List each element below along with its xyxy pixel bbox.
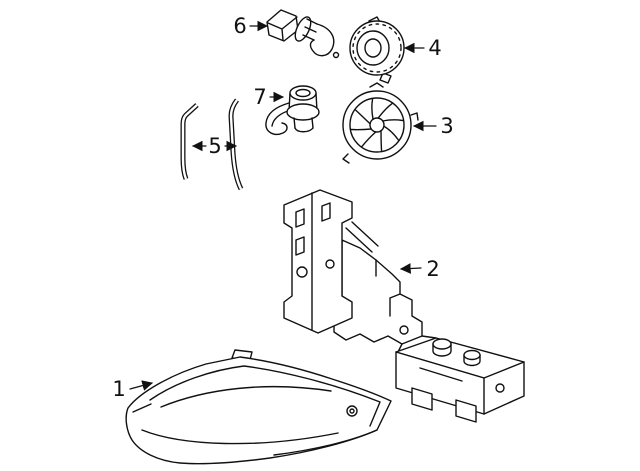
callout-3-label[interactable]: 3	[440, 114, 453, 138]
callout-2-arrow	[399, 263, 422, 274]
part-4-seal-cap	[349, 16, 405, 84]
carrier-boss-2-top	[463, 349, 481, 361]
callout-7[interactable]: 7	[253, 85, 285, 109]
callout-3[interactable]: 3	[412, 114, 454, 138]
bracket-arm-details	[375, 259, 401, 317]
bulb-base-ribs	[302, 18, 318, 41]
spring-left-inner	[181, 104, 198, 180]
cover-tab-left	[342, 153, 350, 164]
part-1-headlamp-assembly	[125, 349, 392, 465]
callout-6[interactable]: 6	[233, 14, 269, 38]
headlamp-left-detail	[132, 403, 152, 413]
socket-wires	[265, 102, 292, 136]
socket-top-inner	[295, 88, 311, 98]
callout-1-label[interactable]: 1	[112, 377, 125, 401]
bracket-plate-hole-2	[325, 259, 335, 269]
cap-inner-ring	[356, 30, 390, 66]
carrier-boss-1-top	[432, 338, 452, 350]
callouts: 1 2 3 4 5 6 7	[112, 14, 453, 401]
cap-outline	[349, 20, 405, 76]
callout-5-label[interactable]: 5	[208, 134, 221, 158]
bulb-flange	[294, 16, 312, 42]
carrier-front-detail	[419, 367, 463, 382]
part-3-retainer-cover	[342, 82, 419, 164]
bracket-arm-outline	[333, 239, 423, 345]
callout-4-label[interactable]: 4	[428, 36, 441, 60]
cover-outline	[342, 90, 412, 160]
carrier-right-face	[483, 361, 525, 415]
carrier-feet	[411, 387, 477, 423]
part-2-mounting-bracket	[283, 189, 525, 423]
carrier-side-hole	[495, 383, 505, 393]
part-7-bulb-socket	[265, 85, 320, 136]
callout-1[interactable]: 1	[112, 377, 154, 401]
headlamp-adjuster-outer	[346, 405, 358, 417]
bulb-glass	[309, 23, 335, 57]
socket-top	[289, 85, 317, 101]
bracket-plate-hole-1	[296, 266, 308, 278]
cap-knurl-ring	[352, 23, 402, 73]
cover-tab-right	[410, 112, 419, 121]
cap-center	[364, 38, 382, 58]
part-6-headlamp-bulb	[266, 9, 340, 59]
cap-tab-bottom	[379, 72, 392, 84]
spring-right-inner	[229, 99, 243, 190]
socket-lower-sides	[293, 117, 314, 129]
callout-7-label[interactable]: 7	[253, 85, 266, 109]
cover-inner-ring	[349, 97, 405, 153]
callout-5[interactable]: 5	[191, 134, 238, 158]
bracket-arm-hole	[399, 325, 409, 335]
cover-tab-top	[369, 82, 384, 88]
cover-vanes	[350, 98, 404, 152]
socket-bottom	[294, 127, 314, 133]
bracket-plate-slots	[295, 202, 331, 256]
socket-flange	[286, 103, 320, 121]
callout-2[interactable]: 2	[399, 257, 440, 281]
bulb-tip	[332, 51, 340, 59]
bracket-plate-outline	[283, 189, 353, 334]
cover-hub	[369, 117, 385, 133]
part-5-retainer-springs	[180, 98, 244, 191]
headlamp-bottom-edge	[273, 429, 378, 456]
headlamp-outline	[125, 356, 392, 465]
callout-1-arrow	[129, 380, 154, 391]
bracket-strut	[345, 221, 379, 253]
callout-4[interactable]: 4	[403, 36, 442, 60]
headlamp-lens-curves	[141, 385, 339, 445]
callout-2-label[interactable]: 2	[426, 257, 439, 281]
bulb-connector-edges	[267, 16, 298, 41]
headlamp-adjuster-inner	[349, 408, 355, 414]
headlamp-lens-edge	[149, 365, 381, 427]
callout-6-label[interactable]: 6	[233, 14, 246, 38]
